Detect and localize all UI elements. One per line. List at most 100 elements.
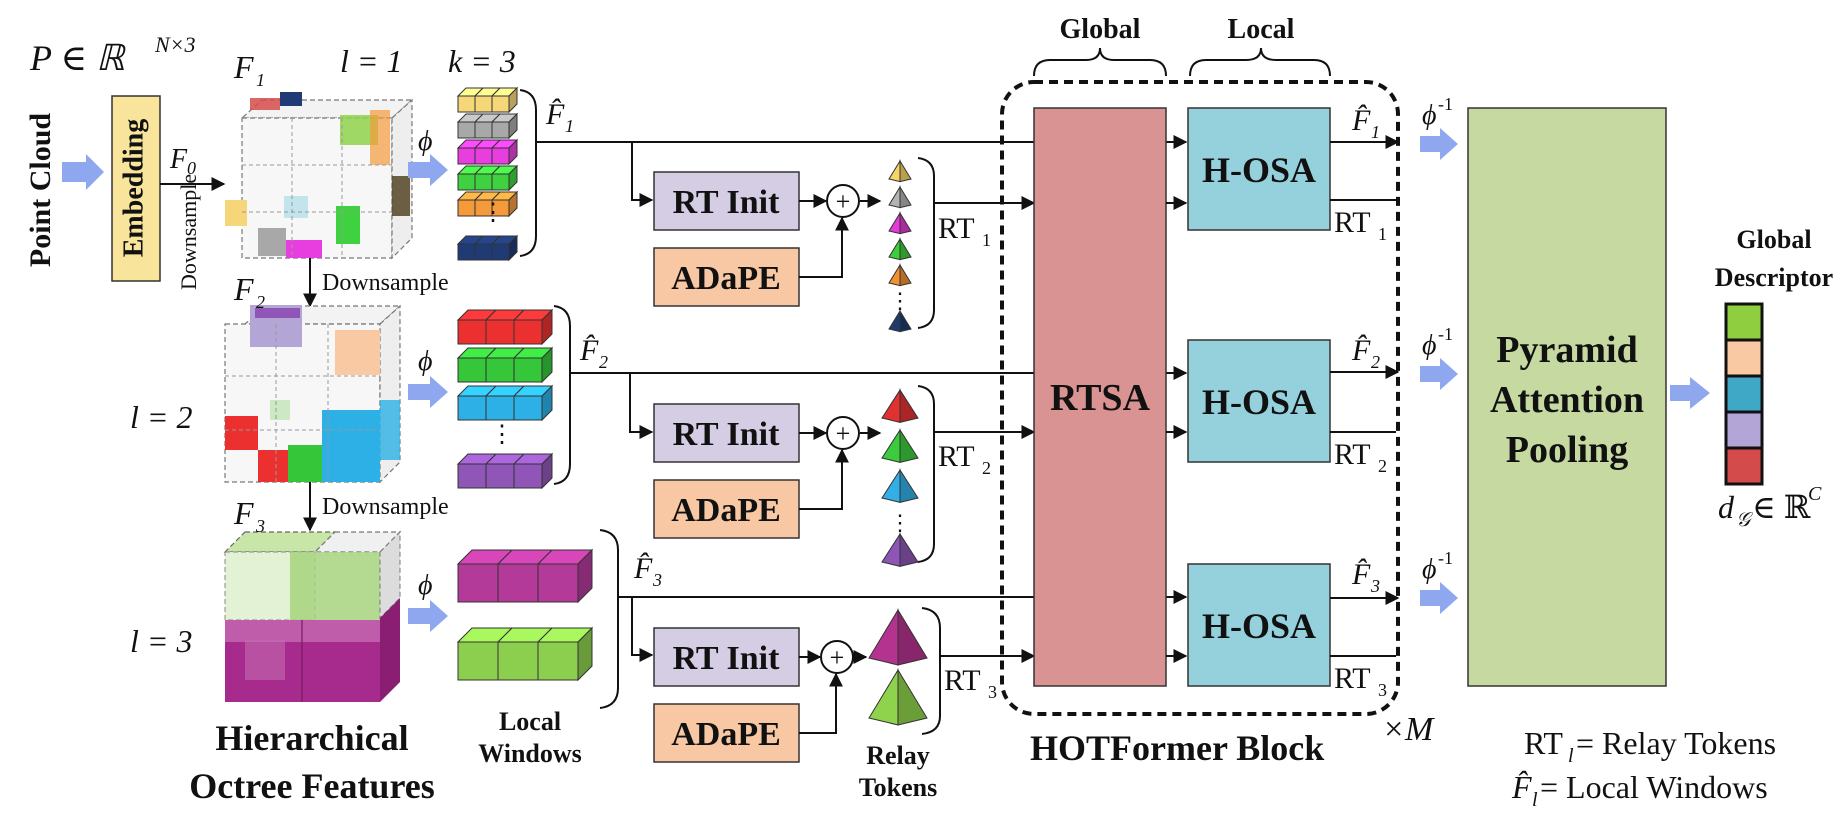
level2-token-ellipsis: ⋮ bbox=[889, 510, 911, 535]
level2-f-label: F bbox=[233, 271, 254, 307]
level2-brace bbox=[553, 305, 571, 485]
level1-window-2-side bbox=[508, 138, 518, 166]
level1-token-0-right bbox=[899, 159, 912, 183]
output-fhat-1: F̂ bbox=[1351, 104, 1371, 137]
hotformer-block-title: HOTFormer Block bbox=[1030, 728, 1324, 768]
svg-text:H-OSA: H-OSA bbox=[1202, 382, 1316, 422]
level1-f-label: F bbox=[233, 49, 254, 85]
level1-token-3-right bbox=[899, 237, 912, 261]
sum-connections bbox=[799, 194, 882, 734]
hosa-box-2: H-OSA bbox=[1187, 339, 1331, 463]
level3-f-label: F bbox=[233, 495, 254, 531]
rtsa-to-hosa-arrows bbox=[1166, 196, 1188, 663]
phi-label-1: ϕ bbox=[418, 126, 433, 157]
level3-window-1-side bbox=[577, 626, 593, 682]
level1-token-4-left bbox=[888, 263, 901, 287]
level2-window-0-front bbox=[457, 319, 487, 345]
level1-window-1-side bbox=[508, 112, 518, 140]
level3-window-stacks bbox=[456, 548, 594, 682]
level2-window-0-side bbox=[541, 308, 553, 346]
hotformer-block-border bbox=[1000, 80, 1400, 716]
svg-text:ADaPE: ADaPE bbox=[671, 716, 781, 753]
level3-adape: ADaPE bbox=[653, 703, 800, 763]
descriptor-cell-2 bbox=[1724, 374, 1764, 414]
output-fhat-3-sub: 3 bbox=[1370, 576, 1380, 596]
level2-window-2 bbox=[456, 384, 554, 422]
level1-window-3-front bbox=[491, 173, 510, 191]
level2-window-3 bbox=[456, 452, 554, 490]
level1-rt-label: RT bbox=[938, 212, 975, 245]
level2-l-label: l = 2 bbox=[130, 399, 192, 435]
embedding-box bbox=[111, 95, 161, 282]
global-label: Global bbox=[1060, 14, 1141, 45]
phi-inv-arrow-3: ϕ -1 bbox=[1420, 548, 1458, 614]
level1-token-2-right bbox=[899, 211, 912, 235]
sum-node-2: + bbox=[826, 416, 860, 450]
level2-token-1 bbox=[881, 428, 919, 463]
level3-fhat-label: F̂ bbox=[633, 552, 653, 585]
level1-rt-init: RT Init bbox=[653, 171, 800, 231]
level3-rt-sub: 3 bbox=[988, 682, 997, 702]
output-fhat-2-sub: 2 bbox=[1371, 352, 1380, 372]
phi-label-3: ϕ bbox=[418, 570, 433, 601]
level1-k-label: k = 3 bbox=[448, 43, 516, 79]
level1-window-0-front bbox=[474, 95, 493, 113]
level1-window-0-side bbox=[508, 86, 518, 114]
level1-token-5-right bbox=[899, 309, 912, 333]
descriptor-cell-1 bbox=[1724, 338, 1764, 378]
level2-token-0 bbox=[881, 388, 919, 423]
local-windows-line2: Windows bbox=[478, 739, 582, 768]
output-fhat-2: F̂ bbox=[1351, 334, 1371, 367]
descriptor-cell-3 bbox=[1724, 410, 1764, 450]
level2-token-2-right bbox=[899, 468, 919, 503]
output-fhat-3: F̂ bbox=[1351, 558, 1371, 591]
level2-fhat-sub: 2 bbox=[599, 352, 608, 372]
level1-window-2 bbox=[456, 138, 519, 166]
downsample-label-1: Downsample bbox=[322, 270, 449, 296]
local-windows-line1: Local bbox=[499, 707, 561, 736]
level1-token-0-left bbox=[888, 159, 901, 183]
output-rt-1: RT bbox=[1334, 206, 1371, 239]
level2-window-1-front bbox=[513, 357, 543, 383]
level2-window-3-side bbox=[541, 452, 553, 490]
svg-text:∈ ℝ: ∈ ℝ bbox=[1752, 489, 1811, 525]
level1-window-5-front bbox=[457, 243, 476, 261]
level1-token-4 bbox=[888, 263, 912, 287]
output-fhat-1-sub: 1 bbox=[1371, 122, 1380, 142]
level2-window-3-front bbox=[513, 463, 543, 489]
level2-window-stacks bbox=[456, 308, 554, 490]
level3-token-0-left bbox=[868, 608, 899, 666]
global-brace bbox=[1033, 47, 1167, 77]
level2-token-2-left bbox=[881, 468, 901, 503]
svg-text:-1: -1 bbox=[1438, 324, 1453, 344]
level1-rt-sub: 1 bbox=[982, 230, 991, 250]
svg-text:-1: -1 bbox=[1438, 548, 1453, 568]
rtsa-box: RTSA bbox=[1033, 107, 1167, 687]
level2-rt-sub: 2 bbox=[982, 458, 991, 478]
downsample-label-2: Downsample bbox=[322, 494, 449, 520]
level2-window-3-front bbox=[485, 463, 515, 489]
sum-node-1: + bbox=[826, 184, 860, 218]
level3-token-0-right bbox=[897, 608, 928, 666]
svg-text:RT Init: RT Init bbox=[673, 416, 781, 453]
input-arrow bbox=[62, 154, 104, 190]
svg-text:+: + bbox=[830, 643, 845, 672]
legend-rt-text: = Relay Tokens bbox=[1576, 725, 1776, 761]
hosa-box-3: H-OSA bbox=[1187, 563, 1331, 687]
output-rt-3-sub: 3 bbox=[1378, 680, 1387, 700]
output-rt-3: RT bbox=[1334, 662, 1371, 695]
level2-window-2-front bbox=[485, 395, 515, 421]
level3-window-0 bbox=[456, 548, 594, 604]
level3-window-1-front bbox=[497, 641, 539, 681]
level2-window-3-front bbox=[457, 463, 487, 489]
svg-text:ϕ: ϕ bbox=[1422, 554, 1437, 585]
svg-text:ϕ: ϕ bbox=[1422, 330, 1437, 361]
level2-token-1-right bbox=[899, 428, 919, 463]
input-formula: P ∈ ℝ N×3 bbox=[29, 32, 196, 78]
level2-fhat-label: F̂ bbox=[579, 334, 599, 367]
level1-window-0 bbox=[456, 86, 519, 114]
phi-inv-arrow-2: ϕ -1 bbox=[1420, 324, 1458, 390]
level1-window-1-front bbox=[474, 121, 493, 139]
sum-node-3: + bbox=[820, 640, 854, 674]
level3-window-1 bbox=[456, 626, 594, 682]
